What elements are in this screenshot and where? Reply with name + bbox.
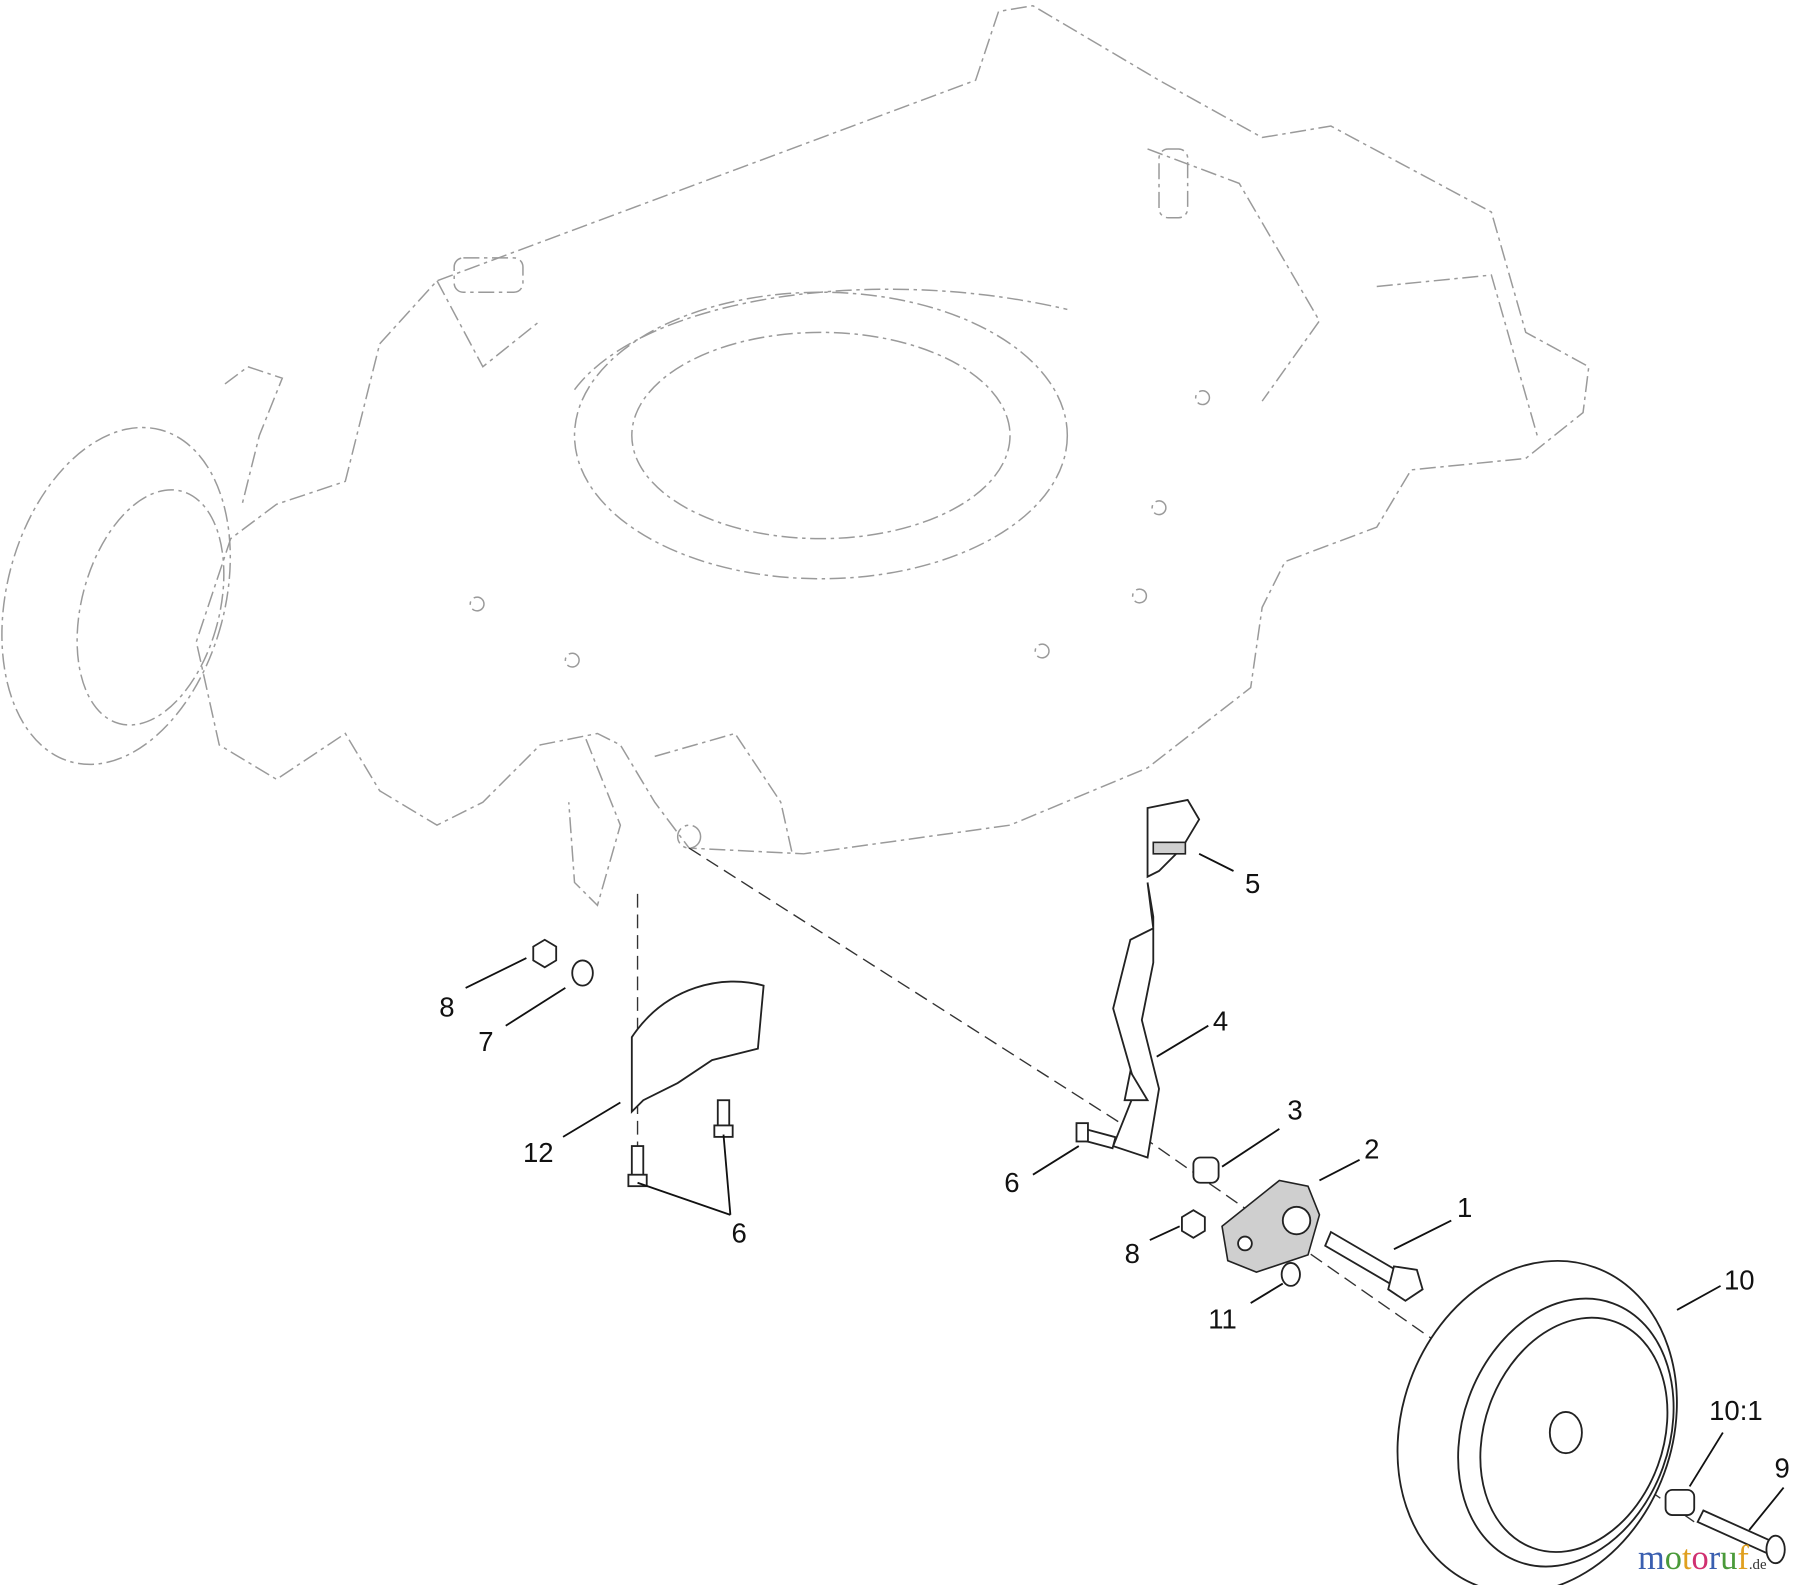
callout-6: 6 bbox=[732, 1217, 747, 1248]
callout-10-1: 10:1 bbox=[1709, 1395, 1763, 1426]
part-6-bolt bbox=[713, 1099, 734, 1138]
part-11-washer bbox=[1280, 1262, 1301, 1287]
callout-4: 4 bbox=[1213, 1005, 1228, 1036]
part-8-nut bbox=[532, 938, 558, 969]
part-7-washer bbox=[571, 959, 594, 987]
callout-2: 2 bbox=[1364, 1134, 1379, 1165]
part-10-front-wheel bbox=[1396, 1259, 1678, 1585]
callout-5: 5 bbox=[1245, 868, 1260, 899]
part-9-wheel-bolt bbox=[1696, 1509, 1786, 1565]
part-10-1-bushing bbox=[1664, 1488, 1696, 1517]
part-12-height-bracket bbox=[630, 980, 765, 1114]
mower-deck-phantom bbox=[195, 4, 1590, 907]
motoruf-watermark: motoruf.de bbox=[1638, 1539, 1767, 1577]
callout-9: 9 bbox=[1774, 1452, 1789, 1483]
part-5-grip-ridges bbox=[1152, 841, 1187, 855]
callout-1: 1 bbox=[1457, 1192, 1472, 1223]
callout-12: 12 bbox=[523, 1137, 554, 1168]
part-5-handle-grip bbox=[1146, 798, 1201, 879]
callout-8: 8 bbox=[1125, 1238, 1140, 1269]
part-8-nut bbox=[1181, 1209, 1206, 1239]
callout-8: 8 bbox=[439, 992, 454, 1023]
part-3-spacer bbox=[1192, 1156, 1220, 1184]
rear-wheel-phantom bbox=[1, 365, 284, 766]
part-4-height-lever bbox=[1111, 882, 1160, 1159]
part-6-bolt bbox=[627, 1145, 648, 1188]
part-1-shoulder-bolt bbox=[1324, 1230, 1424, 1302]
callout-10: 10 bbox=[1724, 1264, 1755, 1295]
part-6-bolt bbox=[1075, 1122, 1117, 1150]
callout-11: 11 bbox=[1208, 1303, 1237, 1334]
leader-lines bbox=[465, 852, 1785, 1531]
callout-7: 7 bbox=[478, 1026, 493, 1057]
part-4-lever-triangle-cutout bbox=[1123, 1069, 1150, 1102]
callout-3: 3 bbox=[1287, 1095, 1302, 1126]
callout-6: 6 bbox=[1004, 1167, 1019, 1198]
